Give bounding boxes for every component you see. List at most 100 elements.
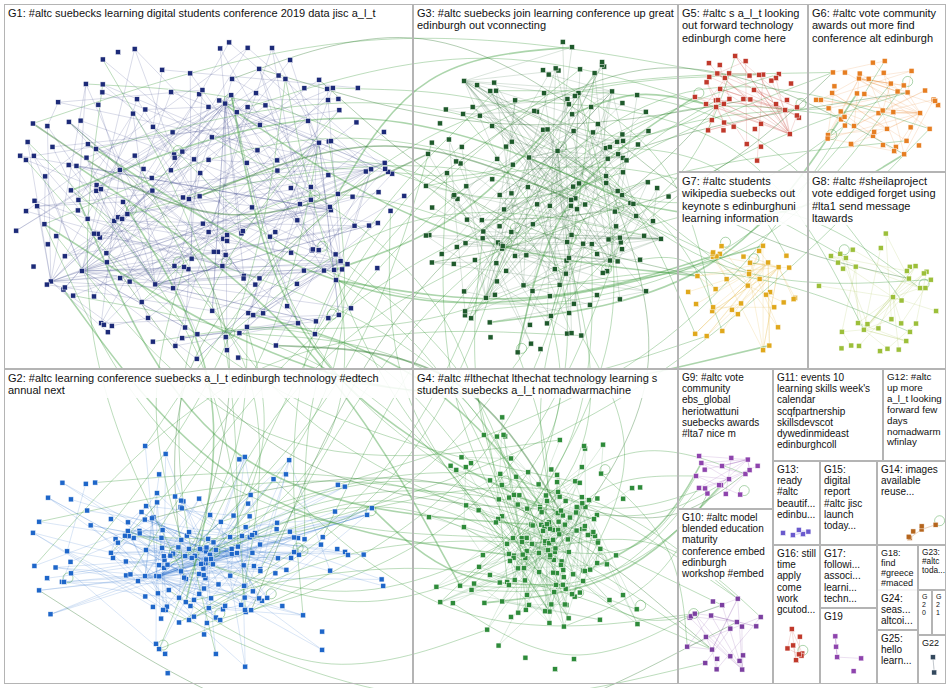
- vertex-icon: [206, 230, 211, 235]
- vertex-icon: [376, 190, 381, 195]
- vertex-icon: [570, 45, 575, 50]
- vertex-icon: [291, 535, 296, 540]
- vertex-icon: [223, 603, 228, 608]
- vertex-icon: [902, 152, 907, 157]
- vertex-icon: [731, 124, 736, 129]
- vertex-icon: [618, 240, 623, 245]
- vertex-icon: [257, 122, 262, 127]
- vertex-icon: [842, 114, 847, 119]
- vertex-icon: [23, 157, 28, 162]
- vertex-icon: [182, 264, 187, 269]
- tweet-edge: [47, 102, 58, 126]
- vertex-icon: [527, 155, 532, 160]
- vertex-icon: [211, 249, 216, 254]
- vertex-icon: [225, 232, 230, 237]
- tweet-edge: [550, 47, 572, 206]
- vertex-icon: [180, 149, 185, 154]
- vertex-icon: [273, 571, 278, 576]
- tweet-edge: [873, 63, 920, 113]
- vertex-icon: [382, 160, 387, 165]
- vertex-icon: [209, 556, 214, 561]
- vertex-icon: [776, 325, 781, 330]
- vertex-icon: [497, 193, 502, 198]
- vertex-icon: [488, 335, 493, 340]
- tweet-edge: [78, 84, 85, 200]
- tweet-edge: [26, 160, 209, 232]
- tweet-edge: [67, 484, 86, 552]
- vertex-icon: [784, 97, 789, 102]
- tweet-edge: [711, 616, 756, 627]
- vertex-icon: [462, 289, 467, 294]
- vertex-icon: [509, 139, 514, 144]
- vertex-icon: [838, 251, 843, 256]
- tweet-edge: [699, 460, 748, 488]
- vertex-icon: [201, 573, 206, 578]
- vertex-icon: [296, 321, 301, 326]
- vertex-icon: [165, 671, 170, 676]
- tweet-edge: [859, 78, 898, 91]
- vertex-icon: [340, 267, 345, 272]
- tweet-edge: [123, 202, 214, 602]
- vertex-icon: [132, 153, 137, 158]
- vertex-icon: [716, 98, 721, 103]
- vertex-icon: [127, 279, 132, 284]
- tweet-edge: [48, 498, 181, 572]
- vertex-icon: [595, 122, 600, 127]
- vertex-icon: [913, 264, 918, 269]
- vertex-icon: [885, 346, 890, 351]
- tweet-edge: [71, 499, 214, 542]
- vertex-icon: [273, 230, 278, 235]
- vertex-icon: [717, 62, 722, 67]
- vertex-icon: [892, 149, 897, 154]
- vertex-icon: [120, 216, 125, 221]
- vertex-icon: [635, 93, 640, 98]
- vertex-icon: [658, 236, 663, 241]
- vertex-icon: [747, 272, 752, 277]
- vertex-icon: [885, 126, 890, 131]
- tweet-edge: [567, 91, 612, 99]
- tweet-edge: [446, 99, 568, 109]
- vertex-icon: [141, 166, 146, 171]
- vertex-icon: [876, 326, 881, 331]
- tweet-edge: [908, 92, 921, 113]
- vertex-icon: [590, 130, 595, 135]
- vertex-icon: [209, 596, 214, 601]
- vertex-icon: [56, 100, 61, 105]
- vertex-icon: [65, 549, 70, 554]
- vertex-icon: [527, 322, 532, 327]
- tweet-edge: [561, 565, 638, 624]
- tweet-edge: [553, 449, 585, 573]
- tweet-edge: [162, 70, 358, 88]
- tweet-edge: [829, 92, 908, 108]
- tweet-edge: [96, 103, 748, 286]
- vertex-icon: [267, 234, 272, 239]
- vertex-icon: [289, 250, 294, 255]
- vertex-icon: [213, 548, 218, 553]
- vertex-icon: [294, 281, 299, 286]
- vertex-icon: [326, 173, 331, 178]
- vertex-icon: [545, 127, 550, 132]
- tweet-edge: [864, 297, 893, 329]
- tweet-edge: [534, 99, 729, 137]
- tweet-edge: [58, 90, 202, 102]
- vertex-icon: [443, 107, 448, 112]
- vertex-icon: [128, 572, 133, 577]
- tweet-edge: [145, 576, 225, 606]
- tweet-edge: [904, 100, 933, 155]
- vertex-icon: [707, 74, 712, 79]
- vertex-icon: [502, 207, 507, 212]
- vertex-icon: [235, 544, 240, 549]
- vertex-icon: [179, 537, 184, 542]
- vertex-icon: [713, 287, 718, 292]
- vertex-icon: [439, 252, 444, 257]
- vertex-icon: [529, 341, 534, 346]
- tweet-edge: [500, 131, 649, 195]
- vertex-icon: [45, 242, 50, 247]
- vertex-icon: [686, 289, 691, 294]
- vertex-icon: [24, 209, 29, 214]
- tweet-edge: [142, 195, 484, 302]
- tweet-edge: [722, 605, 742, 669]
- vertex-icon: [832, 84, 837, 89]
- tweet-edge: [179, 571, 181, 597]
- vertex-icon: [574, 207, 579, 212]
